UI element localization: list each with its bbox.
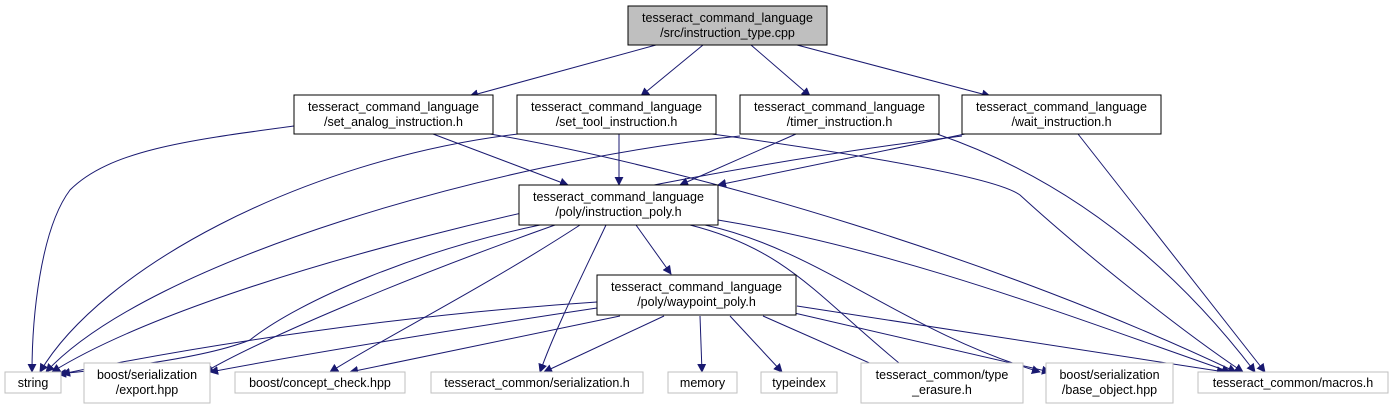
node-timer-line1: tesseract_command_language: [754, 100, 925, 114]
edge-root-to-wait: [796, 44, 991, 99]
node-set-analog-line2: /set_analog_instruction.h: [324, 115, 463, 129]
node-wait-line2: /wait_instruction.h: [1011, 115, 1111, 129]
node-waypoint-poly-line1: tesseract_command_language: [611, 280, 782, 294]
node-type-erasure-line1: tesseract_common/type: [876, 368, 1009, 382]
node-instruction-poly[interactable]: tesseract_command_language /poly/instruc…: [518, 184, 719, 226]
edge-set-tool-to-string: [39, 133, 519, 373]
edge-timer-to-macros: [936, 133, 1256, 373]
node-export-line2: /export.hpp: [116, 383, 179, 397]
node-boost-export[interactable]: boost/serialization /export.hpp: [83, 362, 211, 404]
node-waypoint-poly[interactable]: tesseract_command_language /poly/waypoin…: [596, 274, 797, 316]
node-boost-base-object[interactable]: boost/serialization /base_object.hpp: [1045, 362, 1174, 404]
edge-waypoint-poly-to-memory: [697, 315, 707, 373]
edge-waypoint-poly-to-base-object: [789, 311, 1051, 375]
node-root[interactable]: tesseract_command_language /src/instruct…: [627, 5, 828, 46]
edge-timer-to-instruction-poly: [679, 133, 797, 186]
node-base-object-line1: boost/serialization: [1059, 368, 1159, 382]
edge-instruction-poly-to-base-object: [704, 224, 1041, 374]
node-instruction-poly-line1: tesseract_command_language: [533, 190, 704, 204]
node-string[interactable]: string: [4, 371, 62, 394]
node-serialization-label: tesseract_common/serialization.h: [444, 376, 630, 390]
node-tesseract-common-macros[interactable]: tesseract_common/macros.h: [1197, 371, 1389, 394]
edge-instruction-poly-to-concept-check: [329, 224, 581, 373]
edge-wait-to-macros: [1077, 133, 1266, 373]
edge-instruction-poly-to-string: [57, 224, 541, 378]
node-waypoint-poly-line2: /poly/waypoint_poly.h: [637, 295, 756, 309]
node-root-line1: tesseract_command_language: [642, 11, 813, 25]
node-export-line1: boost/serialization: [97, 368, 197, 382]
edges: [27, 44, 1266, 378]
node-root-line2: /src/instruction_type.cpp: [660, 26, 795, 40]
node-concept-check-label: boost/concept_check.hpp: [249, 376, 391, 390]
node-timer-line2: /timer_instruction.h: [787, 115, 893, 129]
edge-waypoint-poly-to-export: [209, 307, 598, 375]
node-set-tool-line1: tesseract_command_language: [531, 100, 702, 114]
node-string-label: string: [18, 376, 49, 390]
node-timer-instruction[interactable]: tesseract_command_language /timer_instru…: [739, 94, 940, 135]
edge-root-to-timer: [750, 44, 811, 97]
node-set-analog-line1: tesseract_command_language: [308, 100, 479, 114]
edge-set-analog-to-instruction-poly: [432, 133, 569, 187]
edge-waypoint-poly-to-string: [61, 301, 598, 377]
node-type-erasure-line2: _erasure.h: [911, 383, 972, 397]
node-memory-label: memory: [680, 376, 726, 390]
edge-instruction-poly-to-type-erasure: [689, 224, 911, 373]
edge-instruction-poly-to-waypoint-poly: [635, 224, 672, 275]
edge-instruction-poly-to-macros: [717, 219, 1231, 374]
edge-instruction-poly-to-serialization: [538, 224, 607, 373]
node-macros-label: tesseract_common/macros.h: [1213, 376, 1374, 390]
node-typeindex[interactable]: typeindex: [760, 371, 838, 394]
edge-timer-to-string: [45, 135, 741, 373]
node-base-object-line2: /base_object.hpp: [1062, 383, 1157, 397]
node-set-tool-instruction[interactable]: tesseract_command_language /set_tool_ins…: [516, 94, 717, 135]
edge-set-analog-to-string: [27, 125, 295, 373]
edge-wait-to-string: [51, 135, 963, 373]
edge-waypoint-poly-to-typeindex: [729, 315, 783, 373]
edge-waypoint-poly-to-concept-check: [349, 315, 621, 375]
edge-set-analog-to-macros: [489, 133, 1237, 373]
node-wait-line1: tesseract_command_language: [976, 100, 1147, 114]
node-boost-concept-check[interactable]: boost/concept_check.hpp: [234, 371, 406, 394]
node-typeindex-label: typeindex: [772, 376, 826, 390]
node-tesseract-common-serialization[interactable]: tesseract_common/serialization.h: [430, 371, 644, 394]
node-memory[interactable]: memory: [667, 371, 738, 394]
node-type-erasure[interactable]: tesseract_common/type _erasure.h: [860, 362, 1024, 404]
node-set-analog-instruction[interactable]: tesseract_command_language /set_analog_i…: [293, 94, 494, 135]
node-instruction-poly-line2: /poly/instruction_poly.h: [555, 205, 681, 219]
edge-waypoint-poly-to-macros: [796, 305, 1226, 376]
node-wait-instruction[interactable]: tesseract_command_language /wait_instruc…: [961, 94, 1162, 135]
edge-root-to-set-analog: [469, 44, 657, 99]
edge-instruction-poly-to-export: [204, 224, 556, 373]
nodes: tesseract_command_language /src/instruct…: [4, 5, 1389, 404]
edge-root-to-set-tool: [640, 44, 704, 97]
edge-wait-to-instruction-poly: [717, 133, 966, 188]
edge-waypoint-poly-to-serialization: [543, 315, 665, 373]
node-set-tool-line2: /set_tool_instruction.h: [556, 115, 678, 129]
